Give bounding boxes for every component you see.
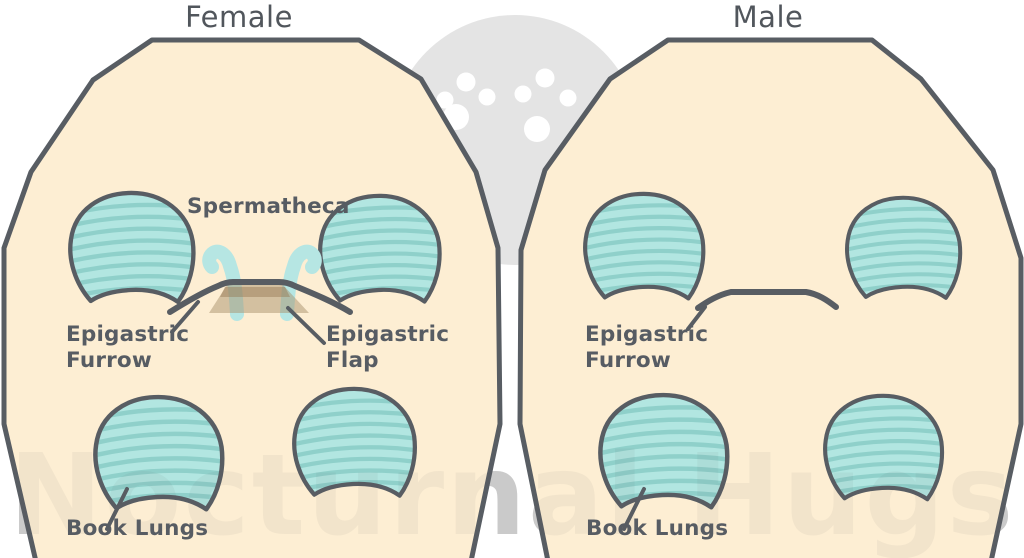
female-epigastric-flap-label: Epigastric Flap bbox=[326, 322, 450, 373]
male-book-lungs-label: Book Lungs bbox=[586, 516, 729, 541]
book-lung-female-top-left bbox=[70, 193, 193, 302]
watermark-text-overlay: Nocturnal Hugs bbox=[9, 431, 1016, 558]
male-title: Male bbox=[732, 0, 804, 34]
book-lung-male-top-left bbox=[585, 194, 703, 299]
epigastric-furrow-line-female bbox=[167, 279, 353, 315]
epigastric-flap-shadow-band bbox=[220, 287, 290, 297]
male-epigastric-furrow-label: Epigastric Furrow bbox=[585, 322, 709, 373]
book-lung-male-top-right bbox=[847, 198, 960, 298]
female-flap-leader-line bbox=[286, 306, 326, 345]
epigastric-furrow-line-male bbox=[695, 289, 839, 311]
male-book-lungs-leader-line bbox=[622, 487, 646, 531]
spermatheca-label: Spermatheca bbox=[187, 194, 350, 219]
female-furrow-leader-line bbox=[170, 300, 200, 334]
female-epigastric-furrow-label: Epigastric Furrow bbox=[66, 322, 190, 373]
female-book-lungs-label: Book Lungs bbox=[66, 516, 209, 541]
female-title: Female bbox=[185, 0, 293, 34]
male-furrow-leader-line bbox=[686, 305, 707, 331]
female-book-lungs-leader-line bbox=[105, 487, 129, 531]
epigastric-flap-figure bbox=[209, 285, 309, 313]
